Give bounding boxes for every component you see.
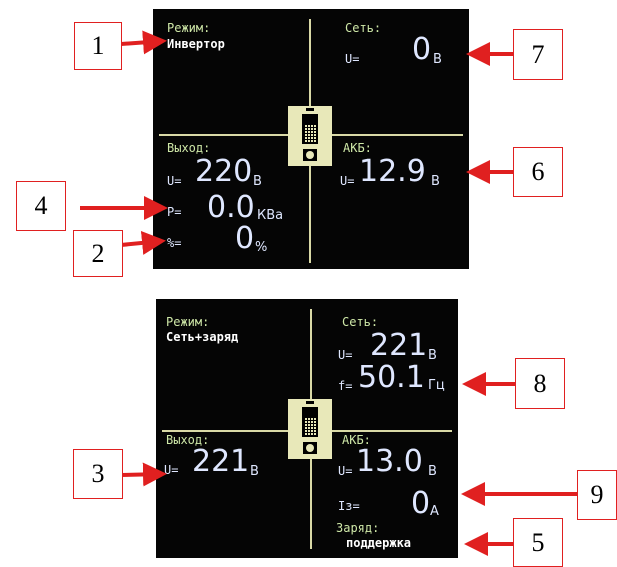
battery-voltage-value: 12.9: [359, 154, 426, 189]
output-load-label: %=: [167, 236, 182, 250]
callout-8: 8: [515, 358, 565, 409]
battery-voltage-unit: В: [428, 464, 437, 479]
output-voltage-label: U=: [167, 174, 182, 188]
battery-voltage-label: U=: [338, 464, 353, 478]
charge-current-value: 0: [411, 486, 431, 521]
callout-5: 5: [513, 518, 563, 567]
charge-current-label: Iз=: [338, 499, 360, 513]
charge-label: Заряд:: [336, 521, 380, 535]
grid-label: Сеть:: [342, 315, 379, 329]
callout-2: 2: [73, 230, 123, 277]
callout-4: 4: [16, 181, 66, 231]
arrow-1: [120, 30, 167, 55]
inverter-device-icon: [288, 106, 332, 166]
callout-6: 6: [513, 147, 563, 197]
grid-voltage-value: 0: [412, 32, 432, 67]
output-power-unit: КВа: [257, 208, 284, 223]
output-label: Выход:: [167, 141, 211, 155]
battery-voltage-label: U=: [340, 174, 355, 188]
grid-frequency-unit: Гц: [428, 378, 445, 393]
mode-value: Инвертор: [167, 37, 225, 51]
mode-value: Сеть+заряд: [166, 330, 239, 344]
grid-frequency-label: f=: [338, 379, 353, 393]
callout-9: 9: [577, 470, 617, 520]
grid-voltage-unit: В: [433, 52, 442, 67]
battery-voltage-unit: В: [431, 174, 440, 189]
screen-inverter-mode: Режим: Инвертор Сеть: U= 0 В Выход: U= 2…: [153, 9, 469, 269]
grid-voltage-label: U=: [345, 52, 360, 66]
battery-label: АКБ:: [342, 433, 371, 447]
grid-voltage-value: 221: [370, 328, 428, 363]
mode-label: Режим:: [167, 21, 211, 35]
grid-frequency-value: 50.1: [358, 360, 425, 395]
output-voltage-label: U=: [164, 463, 179, 477]
output-voltage-value: 220: [195, 154, 253, 189]
output-label: Выход:: [166, 433, 210, 447]
mode-label: Режим:: [166, 315, 210, 329]
grid-voltage-label: U=: [338, 348, 353, 362]
output-load-value: 0: [235, 221, 255, 256]
charge-value: поддержка: [346, 536, 412, 550]
output-voltage-unit: В: [253, 174, 262, 189]
output-load-unit: %: [255, 240, 268, 255]
screen-grid-charge-mode: Режим: Сеть+заряд Сеть: U= 221 В f= 50.1…: [156, 299, 458, 558]
grid-label: Сеть:: [345, 21, 382, 35]
charge-current-unit: А: [430, 504, 439, 519]
arrow-2: [120, 230, 166, 255]
output-voltage-value: 221: [192, 444, 250, 479]
callout-1: 1: [74, 22, 122, 70]
grid-voltage-unit: В: [428, 348, 437, 363]
output-power-label: P=: [167, 205, 182, 219]
callout-3: 3: [73, 449, 123, 499]
inverter-device-icon: [288, 399, 332, 459]
output-power-value: 0.0: [207, 190, 255, 225]
battery-label: АКБ:: [343, 141, 372, 155]
output-voltage-unit: В: [250, 464, 259, 479]
battery-voltage-value: 13.0: [356, 444, 423, 479]
callout-7: 7: [513, 29, 563, 80]
arrow-3: [120, 462, 167, 487]
